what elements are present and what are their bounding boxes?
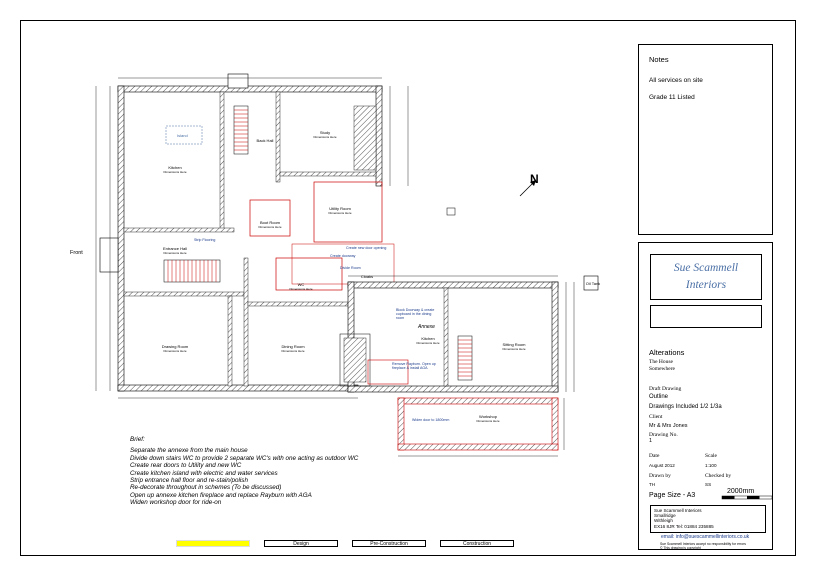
note-block-doorway: Block Doorway & create cupboard in the d…	[396, 308, 435, 320]
north-arrow-icon	[519, 179, 537, 197]
brief-item: Separate the annexe from the main house	[130, 447, 248, 455]
address-line2: Somewhere	[649, 366, 675, 372]
dimension-lines	[95, 77, 575, 457]
company-name-line1: Sue Scammell	[673, 262, 739, 274]
stairs-back	[233, 105, 249, 155]
note-divide-room: Divide Room	[340, 266, 361, 270]
address-text: Withleigh	[654, 518, 673, 524]
drawing-sheet-border	[20, 20, 796, 556]
symbol-box	[446, 207, 456, 216]
client-label: Client	[649, 414, 663, 420]
company-name-line2: Interiors	[685, 279, 727, 291]
annexe-label: Annexe	[418, 324, 435, 330]
drawing-no-value: 1	[649, 438, 653, 444]
notes-panel: Notes All services on site Grade 11 List…	[638, 44, 773, 235]
oil-tank-label: Oil Tank	[585, 281, 601, 286]
front-label: Front	[70, 250, 83, 256]
title-blank-box	[650, 305, 762, 328]
brief-item: Create kitchen island with electric and …	[130, 469, 278, 477]
workshop-walls	[397, 397, 559, 451]
notes-line: All services on site	[649, 77, 703, 84]
drawing-type-value: Outline	[649, 394, 669, 400]
scale-bar-label: 2000mm	[727, 488, 755, 495]
stairs-main	[163, 259, 221, 283]
stairs-annexe	[457, 335, 473, 381]
address-text: EX16 8JR Tel: 01884 235885	[654, 523, 714, 529]
island-label: Island	[177, 133, 188, 138]
client-value: Mr & Mrs Jones	[649, 423, 688, 429]
drawings-included: Drawings Included 1/2 1/3a	[649, 404, 722, 410]
address-text: Sue Scammell Interiors	[654, 508, 702, 513]
stage-construction-button[interactable]: Construction	[440, 540, 514, 547]
drawn-by-value: TH	[649, 482, 656, 487]
aga-outline	[367, 359, 409, 385]
note-widen-door: Widen door to 1800mm	[412, 418, 450, 422]
drawn-by-label: Drawn by	[649, 473, 671, 479]
note-strip-flooring: Strip Flooring	[194, 238, 216, 242]
wc-outline	[275, 257, 343, 291]
scale-value: 1:100	[705, 463, 717, 468]
room-back-hall: Back Hall	[256, 138, 274, 143]
footer-line: Sue Scammell Interiors accept no respons…	[660, 542, 746, 546]
footer-notes: Sue Scammell Interiors accept no respons…	[660, 542, 746, 550]
drawing-no-label: Drawing No.	[649, 432, 678, 438]
note-rayburn: Remove Rayburn. Open up fireplace & inst…	[392, 362, 436, 370]
brief-item: Open up annexe kitchen fireplace and rep…	[130, 491, 312, 499]
company-email-link[interactable]: email: info@suescammellinteriors.co.uk	[661, 534, 750, 540]
brief-item: Re-decorate throughout in schemes (To be…	[130, 484, 282, 492]
footer-line: © This drawing is copyright	[660, 546, 701, 550]
checked-by-value: SS	[705, 482, 712, 487]
address-text: Smallridge	[654, 513, 676, 519]
utility-outline	[313, 181, 383, 243]
brief-item: Create rear doors to Utility and new WC	[130, 462, 242, 470]
note-new-door: Create new door opening	[346, 246, 387, 250]
company-logo: Sue Scammell Interiors	[650, 254, 762, 300]
stage-pre-construction-button[interactable]: Pre-Construction	[352, 540, 426, 547]
note-doorway: Create doorway	[330, 254, 356, 258]
drawing-title: Alterations	[649, 348, 685, 357]
notes-line: Grade 11 Listed	[649, 94, 695, 101]
brief-title: Brief:	[130, 436, 145, 443]
page-size: Page Size - A3	[649, 492, 696, 499]
stage-status-swatch	[176, 540, 250, 547]
company-address-box: Sue Scammell Interiors Smallridge Withle…	[650, 505, 766, 533]
brief-item: Strip entrance hall floor and re-stain/p…	[130, 477, 248, 485]
divide-outline	[291, 243, 395, 285]
brief-item: Widen workshop door for ride-on	[130, 499, 222, 507]
title-block	[638, 242, 773, 550]
notes-title: Notes	[649, 55, 669, 64]
scale-label: Scale	[705, 453, 717, 459]
brief-item: Divide down stairs WC to provide 2 separ…	[130, 454, 359, 462]
kitchen-island	[165, 125, 203, 145]
brief-section: Brief: Separate the annexe from the main…	[130, 436, 358, 507]
north-label: N	[530, 172, 539, 186]
room-cloaks: Cloaks	[360, 274, 374, 279]
address-line1: The House	[649, 359, 673, 365]
boot-room-outline	[249, 199, 291, 237]
checked-by-label: Checked by	[705, 473, 732, 479]
main-house-walls	[99, 73, 383, 392]
annexe-walls	[339, 275, 599, 393]
drawing-type-label: Draft Drawing	[649, 386, 682, 392]
stage-design-button[interactable]: Design	[264, 540, 338, 547]
date-label: Date	[649, 453, 660, 459]
date-value: August 2012	[649, 463, 675, 468]
